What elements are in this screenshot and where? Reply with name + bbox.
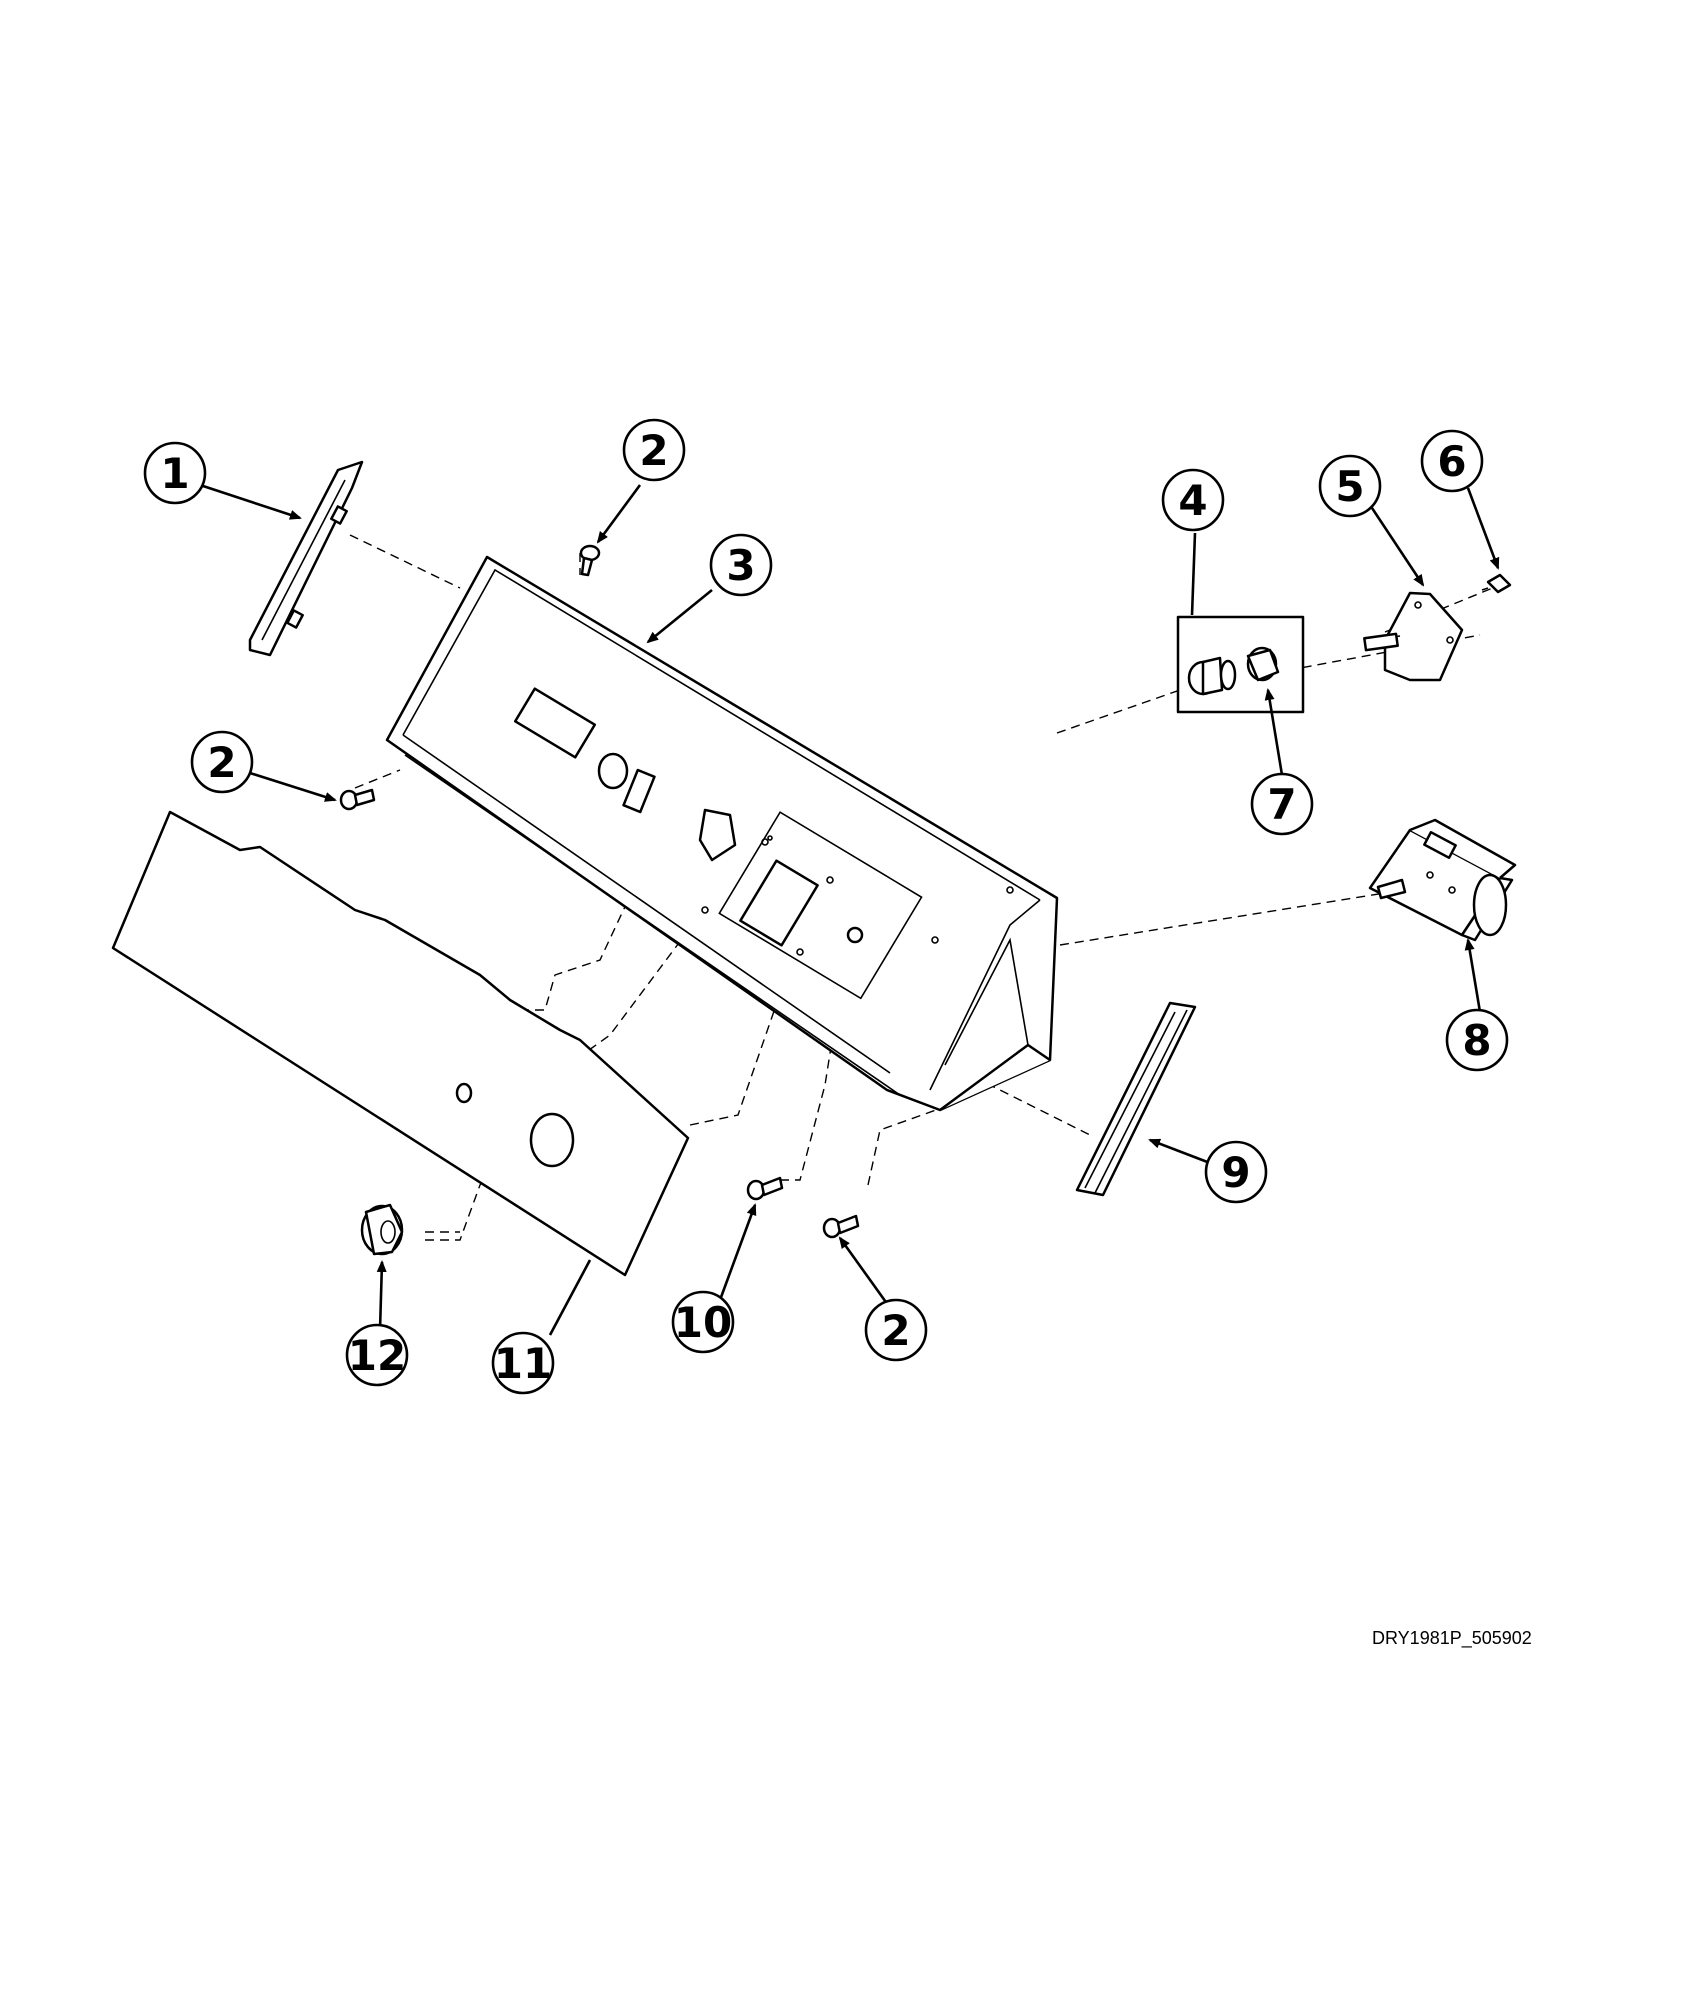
screw-top	[579, 544, 601, 577]
callout-2a: 2	[622, 418, 686, 482]
timer-motor	[1368, 818, 1517, 942]
callout-3: 3	[709, 533, 773, 597]
callout-label: 3	[726, 541, 755, 590]
screw-bottom	[822, 1214, 860, 1239]
callout-label: 12	[348, 1331, 406, 1380]
screw-10	[746, 1176, 784, 1201]
callout-label: 9	[1221, 1148, 1250, 1197]
callout-9: 9	[1204, 1140, 1268, 1204]
callouts: 1 2 3 4 5 6 2 7	[143, 418, 1509, 1395]
callout-10: 10	[671, 1290, 735, 1354]
knob-assembly-box	[1176, 615, 1305, 714]
callout-label: 2	[881, 1306, 910, 1355]
callout-label: 11	[494, 1339, 552, 1388]
right-end-cap	[1075, 1001, 1197, 1197]
leader-lines	[199, 483, 1500, 1336]
callout-label: 8	[1462, 1016, 1491, 1065]
callout-label: 10	[674, 1298, 732, 1347]
screw-left	[339, 788, 376, 811]
switch-bracket	[1363, 591, 1464, 682]
callout-label: 2	[207, 738, 236, 787]
callout-label: 4	[1178, 476, 1207, 525]
drawing-id: DRY1981P_505902	[1372, 1628, 1532, 1648]
callout-2c: 2	[864, 1298, 928, 1362]
left-end-cap	[248, 460, 364, 657]
callout-12: 12	[345, 1323, 409, 1387]
callout-7: 7	[1250, 772, 1314, 836]
control-knob	[360, 1203, 404, 1256]
callout-2b: 2	[190, 730, 254, 794]
callout-8: 8	[1445, 1008, 1509, 1072]
callout-11: 11	[491, 1331, 555, 1395]
control-panel-housing	[385, 555, 1059, 1112]
callout-6: 6	[1420, 429, 1484, 493]
callout-label: 2	[639, 426, 668, 475]
callout-label: 6	[1437, 437, 1466, 486]
callout-4: 4	[1161, 468, 1225, 532]
callout-1: 1	[143, 441, 207, 505]
callout-label: 7	[1267, 780, 1296, 829]
callout-5: 5	[1318, 454, 1382, 518]
front-overlay	[111, 810, 690, 1277]
callout-label: 5	[1335, 462, 1364, 511]
callout-label: 1	[160, 449, 189, 498]
small-screw-6	[1481, 573, 1512, 594]
